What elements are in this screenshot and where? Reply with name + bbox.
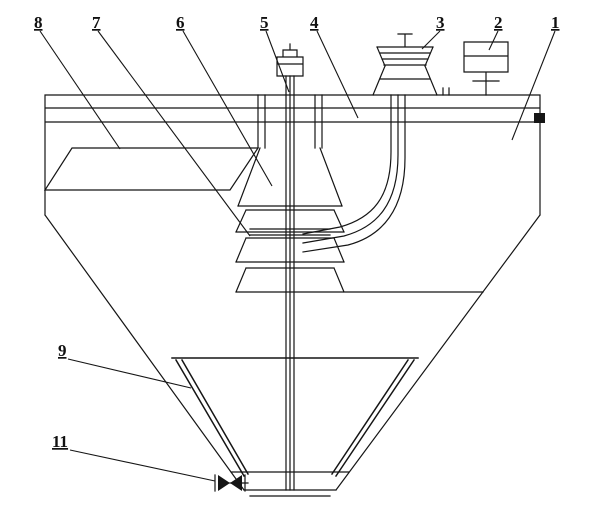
central-shaft: [285, 75, 295, 491]
leader-line-4: [316, 30, 359, 119]
shaft-top-motor: [276, 43, 304, 77]
part-number-3: 3: [436, 13, 445, 32]
leader-line-7: [97, 30, 251, 237]
leader-line-11: [69, 449, 216, 482]
part-number-5: 5: [260, 13, 269, 32]
part-number-7: 7: [92, 13, 101, 32]
float-box: [463, 41, 509, 96]
part-number-6: 6: [176, 13, 185, 32]
leader-line-9: [67, 358, 192, 389]
leader-line-5: [265, 30, 290, 93]
leader-line-1: [511, 30, 556, 141]
feedwell-and-deflector-cones: [235, 94, 484, 293]
discharge-valve-flanges: [214, 474, 249, 492]
part-number-9: 9: [58, 341, 67, 360]
leader-line-8: [39, 30, 121, 150]
feed-launder-hatching: [43, 147, 260, 191]
leader-line-2: [488, 30, 499, 51]
leader-line-6: [182, 30, 273, 187]
overflow-nozzle: [534, 113, 545, 123]
inner-discharge-cone: [171, 357, 419, 478]
part-labels: 8 7 6 5 4 3 2 1 9 11: [34, 13, 560, 482]
part-number-4: 4: [310, 13, 319, 32]
part-number-8: 8: [34, 13, 43, 32]
drive-unit: [372, 33, 450, 96]
tank-shell-outline: [44, 94, 541, 497]
leader-line-3: [421, 30, 441, 50]
part-number-1: 1: [551, 13, 560, 32]
feed-pipe: [302, 94, 406, 253]
part-number-11: 11: [52, 432, 68, 451]
part-number-2: 2: [494, 13, 503, 32]
